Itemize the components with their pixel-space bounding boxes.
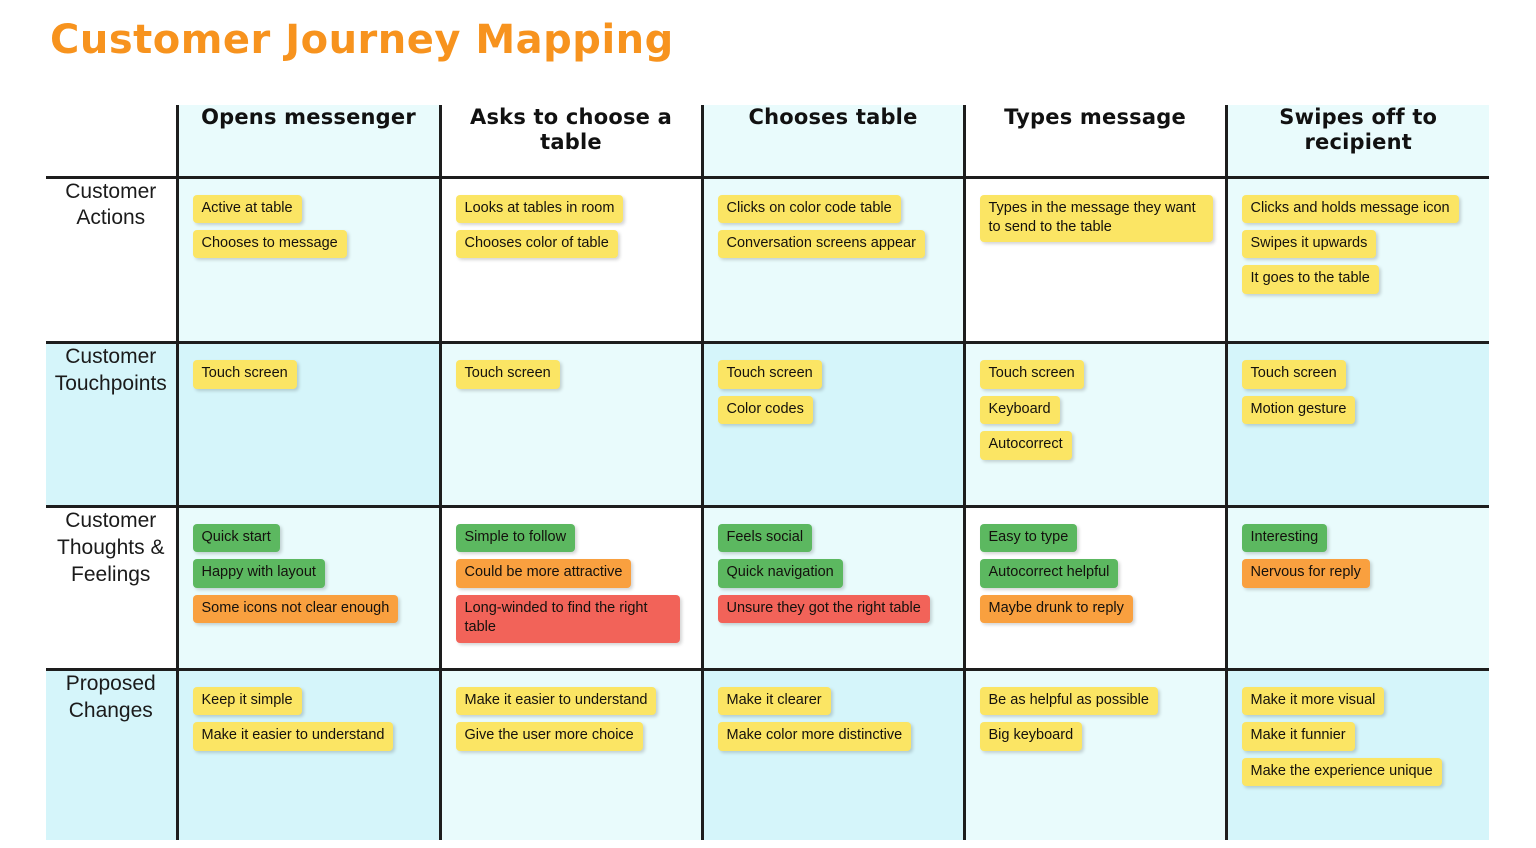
cell-changes-chooses-table: Make it clearer Make color more distinct… <box>700 667 964 840</box>
sticky-note[interactable]: Quick navigation <box>717 559 843 588</box>
sticky-note[interactable]: Make the experience unique <box>1241 757 1442 786</box>
cell-touchpoints-types-message: Touch screen Keyboard Autocorrect <box>962 341 1226 507</box>
cell-thoughts-opens-messenger: Quick start Happy with layout Some icons… <box>175 504 440 670</box>
cell-actions-chooses-table: Clicks on color code table Conversation … <box>700 175 964 343</box>
cell-actions-asks-to-choose-a-table: Looks at tables in room Chooses color of… <box>438 175 702 343</box>
sticky-note[interactable]: Keep it simple <box>192 686 302 716</box>
sticky-note[interactable]: Make it more visual <box>1241 686 1385 716</box>
cell-thoughts-swipes-off-to-recipient: Interesting Nervous for reply <box>1224 504 1489 670</box>
sticky-note[interactable]: Could be more attractive <box>455 559 632 588</box>
sticky-note[interactable]: Make it easier to understand <box>455 686 657 716</box>
sticky-note[interactable]: Clicks and holds message icon <box>1241 194 1459 223</box>
sticky-note[interactable]: Easy to type <box>979 523 1078 553</box>
sticky-note[interactable]: Keyboard <box>979 395 1060 425</box>
cell-actions-swipes-off-to-recipient: Clicks and holds message icon Swipes it … <box>1224 175 1489 343</box>
cell-thoughts-types-message: Easy to type Autocorrect helpful Maybe d… <box>962 504 1226 670</box>
journey-map-grid: Opens messenger Asks to choose a table C… <box>46 105 1489 840</box>
page-title: Customer Journey Mapping <box>50 17 674 63</box>
table-row: Proposed Changes Keep it simple Make it … <box>46 667 1489 840</box>
cell-actions-types-message: Types in the message they want to send t… <box>962 175 1226 343</box>
sticky-note[interactable]: Feels social <box>717 523 813 553</box>
sticky-note[interactable]: Clicks on color code table <box>717 194 901 223</box>
sticky-note[interactable]: Touch screen <box>192 360 297 389</box>
table-row: Customer Touchpoints Touch screen Touch … <box>46 341 1489 507</box>
column-header-swipes-off-to-recipient: Swipes off to recipient <box>1224 105 1489 177</box>
sticky-note[interactable]: Swipes it upwards <box>1241 229 1377 259</box>
sticky-note[interactable]: Conversation screens appear <box>717 229 925 259</box>
sticky-note[interactable]: Be as helpful as possible <box>979 686 1158 716</box>
cell-actions-opens-messenger: Active at table Chooses to message <box>175 175 440 343</box>
column-header-asks-to-choose-a-table: Asks to choose a table <box>438 105 702 177</box>
sticky-note[interactable]: Color codes <box>717 395 813 425</box>
sticky-note[interactable]: Unsure they got the right table <box>717 594 930 624</box>
sticky-note[interactable]: Long-winded to find the right table <box>455 594 680 643</box>
row-label-customer-actions: Customer Actions <box>46 175 177 343</box>
row-label-proposed-changes: Proposed Changes <box>46 667 177 840</box>
sticky-note[interactable]: Make color more distinctive <box>717 722 912 751</box>
sticky-note[interactable]: Interesting <box>1241 523 1328 553</box>
cell-changes-asks-to-choose-a-table: Make it easier to understand Give the us… <box>438 667 702 840</box>
cell-changes-swipes-off-to-recipient: Make it more visual Make it funnier Make… <box>1224 667 1489 840</box>
table-row: Customer Thoughts & Feelings Quick start… <box>46 504 1489 670</box>
cell-touchpoints-chooses-table: Touch screen Color codes <box>700 341 964 507</box>
sticky-note[interactable]: Touch screen <box>455 360 560 389</box>
sticky-note[interactable]: It goes to the table <box>1241 265 1379 294</box>
header-row: Opens messenger Asks to choose a table C… <box>46 105 1489 177</box>
sticky-note[interactable]: Autocorrect helpful <box>979 559 1119 588</box>
sticky-note[interactable]: Make it clearer <box>717 686 831 716</box>
sticky-note[interactable]: Simple to follow <box>455 523 576 553</box>
row-label-customer-thoughts-and-feelings: Customer Thoughts & Feelings <box>46 504 177 670</box>
cell-thoughts-chooses-table: Feels social Quick navigation Unsure the… <box>700 504 964 670</box>
sticky-note[interactable]: Happy with layout <box>192 559 325 588</box>
sticky-note[interactable]: Touch screen <box>979 360 1084 389</box>
sticky-note[interactable]: Types in the message they want to send t… <box>979 194 1213 243</box>
sticky-note[interactable]: Make it funnier <box>1241 722 1355 751</box>
sticky-note[interactable]: Chooses to message <box>192 229 347 259</box>
sticky-note[interactable]: Nervous for reply <box>1241 559 1370 588</box>
sticky-note[interactable]: Maybe drunk to reply <box>979 594 1133 624</box>
sticky-note[interactable]: Touch screen <box>1241 360 1346 389</box>
column-header-chooses-table: Chooses table <box>700 105 964 177</box>
cell-changes-opens-messenger: Keep it simple Make it easier to underst… <box>175 667 440 840</box>
sticky-note[interactable]: Some icons not clear enough <box>192 594 399 624</box>
sticky-note[interactable]: Quick start <box>192 523 280 553</box>
column-header-types-message: Types message <box>962 105 1226 177</box>
sticky-note[interactable]: Autocorrect <box>979 431 1072 460</box>
row-label-customer-touchpoints: Customer Touchpoints <box>46 341 177 507</box>
column-header-opens-messenger: Opens messenger <box>175 105 440 177</box>
cell-thoughts-asks-to-choose-a-table: Simple to follow Could be more attractiv… <box>438 504 702 670</box>
cell-changes-types-message: Be as helpful as possible Big keyboard <box>962 667 1226 840</box>
sticky-note[interactable]: Big keyboard <box>979 722 1083 751</box>
sticky-note[interactable]: Active at table <box>192 194 302 223</box>
cell-touchpoints-swipes-off-to-recipient: Touch screen Motion gesture <box>1224 341 1489 507</box>
table-row: Customer Actions Active at table Chooses… <box>46 175 1489 343</box>
journey-map-board: Opens messenger Asks to choose a table C… <box>46 105 1489 840</box>
sticky-note[interactable]: Looks at tables in room <box>455 194 624 223</box>
sticky-note[interactable]: Make it easier to understand <box>192 722 394 751</box>
header-corner-blank <box>46 105 177 177</box>
cell-touchpoints-asks-to-choose-a-table: Touch screen <box>438 341 702 507</box>
sticky-note[interactable]: Motion gesture <box>1241 395 1356 425</box>
sticky-note[interactable]: Chooses color of table <box>455 229 618 259</box>
sticky-note[interactable]: Touch screen <box>717 360 822 389</box>
sticky-note[interactable]: Give the user more choice <box>455 722 643 751</box>
cell-touchpoints-opens-messenger: Touch screen <box>175 341 440 507</box>
